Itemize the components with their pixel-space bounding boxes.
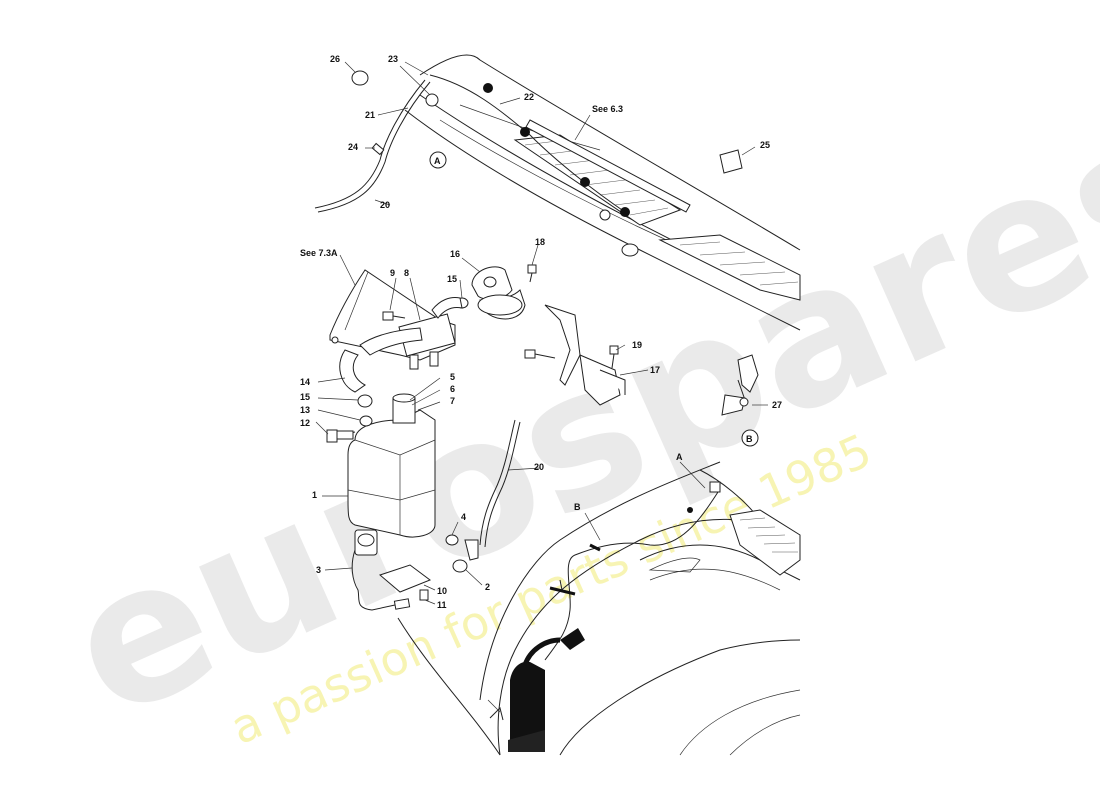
callout-20-top: 20 — [380, 200, 390, 210]
callout-19: 19 — [632, 340, 642, 350]
bolt-12 — [326, 429, 356, 443]
callout-15-left: 15 — [300, 392, 310, 402]
callout-25: 25 — [760, 140, 770, 150]
arrow-label-a: A — [676, 452, 683, 462]
leader-lines-b — [315, 244, 649, 605]
scuttle-assembly: A — [314, 54, 801, 331]
hose-clip — [520, 127, 530, 137]
hose-14 — [339, 349, 366, 393]
callout-9: 9 — [390, 268, 395, 278]
callout-24: 24 — [348, 142, 358, 152]
callout-23: 23 — [388, 54, 398, 64]
hose-clip — [580, 177, 590, 187]
view-a-label: A — [434, 156, 441, 166]
callout-7: 7 — [450, 396, 455, 406]
bracket-17 — [524, 304, 626, 406]
callouts: 26 23 22 21 24 20 25 See 6.3 See 7.3A 9 … — [300, 54, 782, 610]
callout-26: 26 — [330, 54, 340, 64]
clip-27-detail: B — [721, 354, 768, 447]
view-a-marker — [429, 151, 447, 169]
callout-8: 8 — [404, 268, 409, 278]
callout-16: 16 — [450, 249, 460, 259]
callout-20-mid: 20 — [534, 462, 544, 472]
car-body — [397, 461, 801, 756]
callout-13: 13 — [300, 405, 310, 415]
callout-15-top: 15 — [447, 274, 457, 284]
clip-25 — [719, 149, 743, 174]
callout-14: 14 — [300, 377, 310, 387]
callout-3: 3 — [316, 565, 321, 575]
bolt-18 — [527, 264, 537, 283]
view-b-marker — [741, 429, 759, 447]
cap-26 — [351, 70, 369, 86]
callout-12: 12 — [300, 418, 310, 428]
reservoir-in-car — [510, 661, 545, 745]
bolt-9 — [382, 311, 406, 321]
leader-lines-a — [344, 61, 756, 206]
callout-27: 27 — [772, 400, 782, 410]
callout-2: 2 — [485, 582, 490, 592]
callout-18: 18 — [535, 237, 545, 247]
view-b-label: B — [746, 434, 753, 444]
hose-clip — [620, 207, 630, 217]
callout-21: 21 — [365, 110, 375, 120]
callout-22: 22 — [524, 92, 534, 102]
callout-17: 17 — [650, 365, 660, 375]
callout-4: 4 — [461, 512, 466, 522]
washer-reservoir — [347, 393, 436, 556]
leader-lines-c — [584, 461, 706, 541]
callout-5: 5 — [450, 372, 455, 382]
callout-10: 10 — [437, 586, 447, 596]
callout-11: 11 — [437, 600, 447, 610]
reference-see-7-3a: See 7.3A — [300, 248, 338, 258]
callout-1: 1 — [312, 490, 317, 500]
pump-16 — [471, 266, 526, 320]
callout-6: 6 — [450, 384, 455, 394]
arrow-label-b: B — [574, 502, 581, 512]
reference-see-6-3: See 6.3 — [592, 104, 623, 114]
hose-clip — [483, 83, 493, 93]
